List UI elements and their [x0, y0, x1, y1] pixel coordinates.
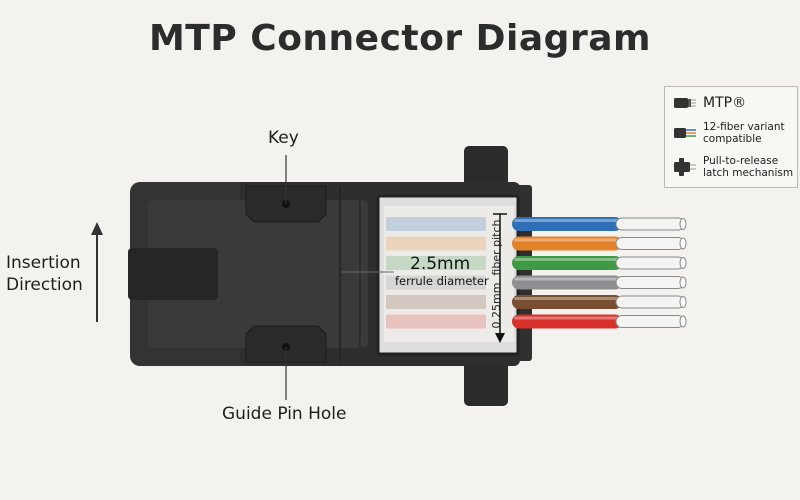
fiber-jacket: [512, 275, 622, 290]
ferrule-band: [386, 275, 486, 290]
legend-item-mtp: MTP®: [673, 95, 746, 111]
fiber-jacket: [512, 314, 622, 329]
multi-fiber-connector-icon: [674, 128, 696, 138]
ferrule-band: [386, 236, 486, 251]
ferrule-face: [384, 206, 514, 342]
fiber-cladding: [615, 315, 685, 328]
fiber-cladding: [615, 256, 685, 270]
fiber-pitch-caption: fiber pitch: [490, 219, 503, 276]
ferrule-fiber-bands: [386, 217, 486, 329]
fiber-jacket: [512, 217, 622, 231]
ferrule-band: [386, 217, 486, 231]
fiber-jacket: [512, 295, 622, 309]
latch-connector-icon: [674, 158, 696, 176]
ferrule-diameter-caption: ferrule diameter: [395, 274, 489, 288]
mtp-connector-icon: [674, 98, 696, 108]
fiber-pitch-value: 0.25mm: [490, 282, 503, 329]
front-recess: [128, 248, 218, 300]
legend-item-12-fiber: 12-fiber variant compatible: [673, 121, 785, 145]
ferrule-band: [386, 256, 486, 270]
fiber-cladding: [615, 217, 685, 231]
guide-pin-hole-label: Guide Pin Hole: [222, 404, 347, 424]
legend-item-latch: Pull-to-release latch mechanism: [673, 155, 793, 179]
fiber-ribbon: [512, 217, 687, 329]
fiber-cladding: [615, 295, 685, 309]
ferrule-diameter-value: 2.5mm: [410, 254, 471, 274]
fiber-jacket: [512, 256, 622, 270]
key-label: Key: [268, 128, 299, 148]
body-panel: [148, 200, 368, 348]
ferrule-band: [386, 295, 486, 309]
fiber-jacket: [512, 236, 622, 251]
insertion-direction-label: Insertion Direction: [6, 253, 83, 295]
ferrule-band: [386, 314, 486, 329]
legend-box: MTP® 12-fiber variant compatible Pull-to…: [664, 86, 798, 188]
fiber-cladding: [615, 237, 685, 250]
fiber-pitch-annotation: 0.25mm fiber pitch: [489, 214, 505, 334]
fiber-cladding: [615, 276, 685, 289]
diagram-title: MTP Connector Diagram: [148, 18, 652, 59]
